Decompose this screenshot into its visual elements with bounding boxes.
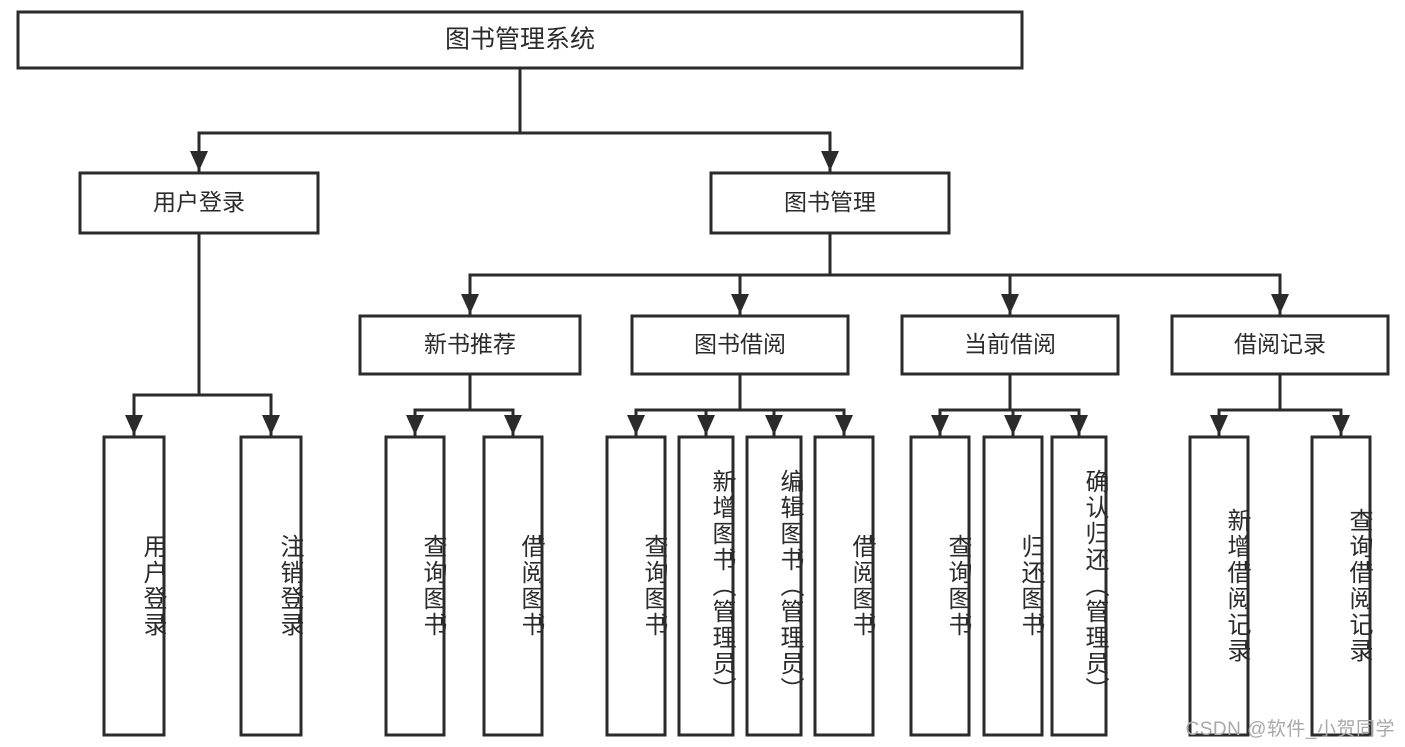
- node-box[interactable]: [239, 435, 303, 737]
- node-box[interactable]: [909, 435, 971, 737]
- arrow-head: [504, 415, 522, 435]
- node-box[interactable]: [1310, 435, 1372, 737]
- arrow-head: [821, 151, 839, 171]
- node-box[interactable]: [900, 314, 1120, 376]
- node-box[interactable]: [982, 435, 1044, 737]
- arrow-head: [697, 415, 715, 435]
- arrow-head: [461, 294, 479, 314]
- node-leaf[interactable]: [909, 435, 971, 737]
- arrow-head: [765, 415, 783, 435]
- node-box[interactable]: [358, 314, 582, 376]
- node-leaf[interactable]: [813, 435, 875, 737]
- node-box[interactable]: [813, 435, 875, 737]
- node-label: 图书借阅: [694, 331, 786, 357]
- node-level3[interactable]: 图书借阅: [630, 314, 850, 376]
- node-level3[interactable]: 借阅记录: [1170, 314, 1390, 376]
- node-box[interactable]: [630, 314, 850, 376]
- node-leaf[interactable]: [745, 435, 803, 737]
- arrow-head: [406, 415, 424, 435]
- arrow-head: [190, 151, 208, 171]
- node-leaf[interactable]: [677, 435, 735, 737]
- arrow-head: [1210, 415, 1228, 435]
- arrow-head: [1004, 415, 1022, 435]
- arrow-head: [627, 415, 645, 435]
- arrow-head: [731, 294, 749, 314]
- node-box[interactable]: [16, 10, 1024, 70]
- node-label: 图书管理: [784, 189, 876, 215]
- node-level3[interactable]: 新书推荐: [358, 314, 582, 376]
- node-leaf[interactable]: [384, 435, 446, 737]
- node-leaf[interactable]: [239, 435, 303, 737]
- node-level2[interactable]: 用户登录: [78, 171, 320, 235]
- node-label: 当前借阅: [964, 331, 1056, 357]
- node-leaf[interactable]: [102, 435, 166, 737]
- node-box[interactable]: [1050, 435, 1108, 737]
- node-box[interactable]: [677, 435, 735, 737]
- arrow-head: [1070, 415, 1088, 435]
- arrow-head: [1332, 415, 1350, 435]
- arrow-head: [1271, 294, 1289, 314]
- node-leaf[interactable]: [1310, 435, 1372, 737]
- arrow-head: [125, 415, 143, 435]
- node-box[interactable]: [102, 435, 166, 737]
- watermark-text: CSDN @软件_小贺同学: [1185, 719, 1395, 740]
- node-level3[interactable]: 当前借阅: [900, 314, 1120, 376]
- node-leaf[interactable]: [482, 435, 544, 737]
- node-root[interactable]: 图书管理系统: [16, 10, 1024, 70]
- arrow-head: [262, 415, 280, 435]
- node-box[interactable]: [1188, 435, 1250, 737]
- node-level2[interactable]: 图书管理: [709, 171, 951, 235]
- node-box[interactable]: [78, 171, 320, 235]
- node-leaf[interactable]: [605, 435, 667, 737]
- node-box[interactable]: [709, 171, 951, 235]
- arrow-head: [835, 415, 853, 435]
- node-leaf[interactable]: [982, 435, 1044, 737]
- node-box[interactable]: [605, 435, 667, 737]
- node-box[interactable]: [482, 435, 544, 737]
- arrow-head: [931, 415, 949, 435]
- node-leaf[interactable]: [1050, 435, 1108, 737]
- arrow-head: [1001, 294, 1019, 314]
- node-label: 借阅记录: [1234, 331, 1326, 357]
- node-leaf[interactable]: [1188, 435, 1250, 737]
- node-label: 图书管理系统: [445, 26, 595, 54]
- node-label: 新书推荐: [424, 331, 516, 357]
- connector-layer: [125, 66, 1350, 437]
- node-box[interactable]: [1170, 314, 1390, 376]
- node-label: 用户登录: [153, 189, 245, 215]
- node-box[interactable]: [384, 435, 446, 737]
- node-box[interactable]: [745, 435, 803, 737]
